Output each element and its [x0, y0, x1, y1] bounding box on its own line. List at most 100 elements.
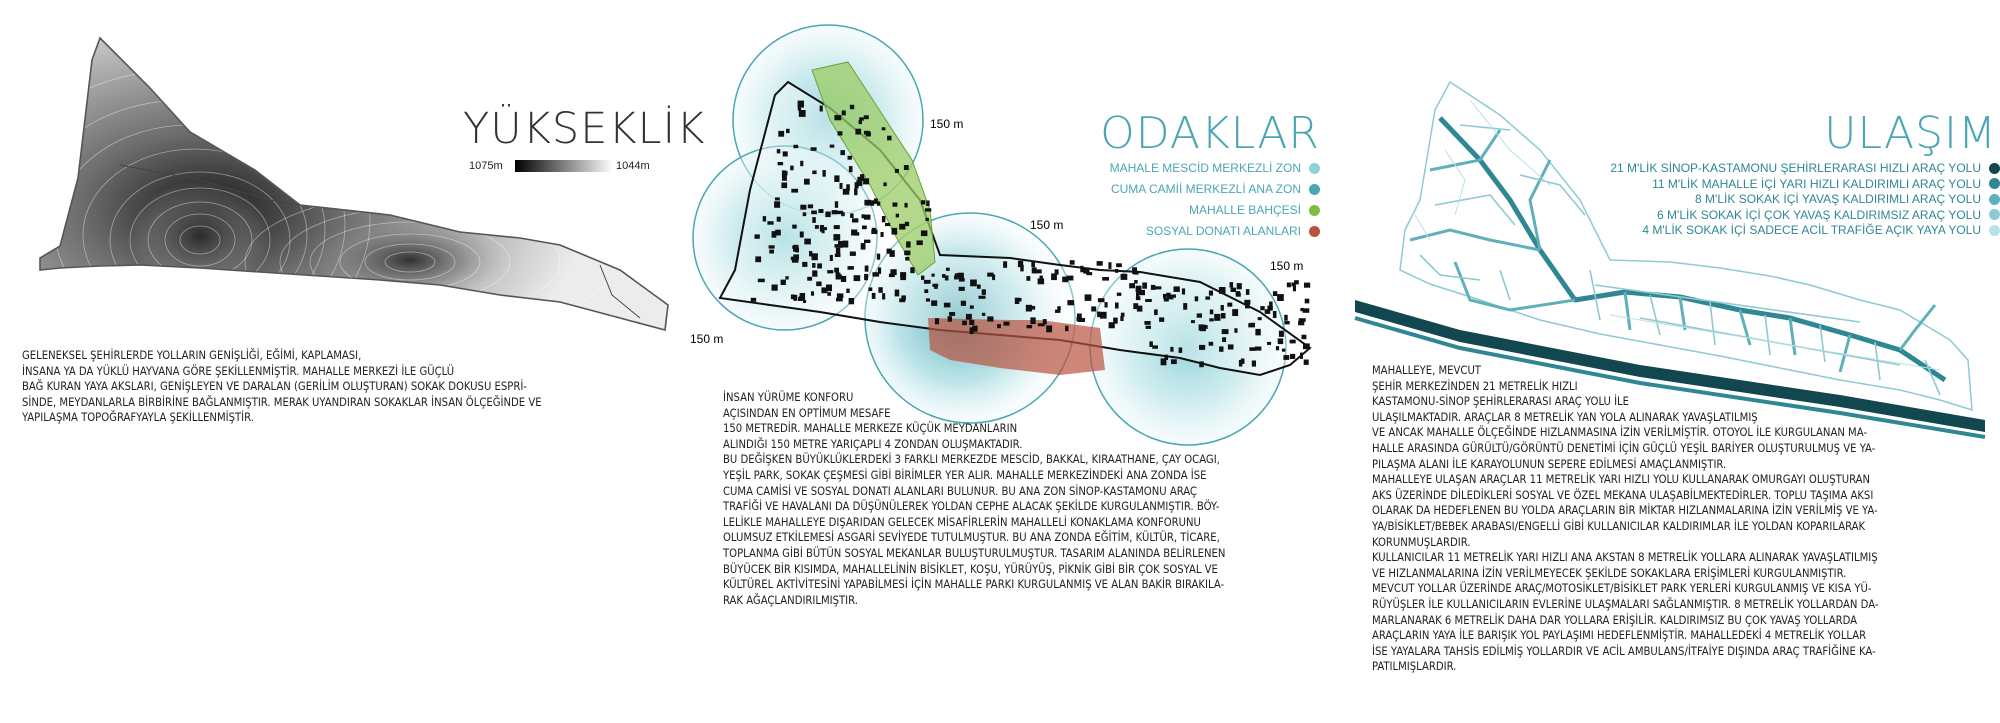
building-footprint	[771, 284, 778, 291]
building-footprint	[782, 173, 787, 181]
highway	[1355, 300, 1985, 432]
building-footprint	[812, 170, 817, 175]
building-footprint	[1026, 276, 1031, 281]
paragraph-line: ARAÇLARIN YAYA İLE BARIŞIK YOL PAYLAŞIMI…	[1372, 629, 1867, 643]
building-footprint	[822, 170, 826, 177]
building-footprint	[858, 119, 862, 125]
building-footprint	[849, 251, 856, 256]
building-footprint	[864, 273, 868, 281]
paragraph-line: BÜYÜCEK BİR KISIMDA, MAHALLELİNİN BİSİKL…	[723, 562, 1218, 576]
building-footprint	[1051, 273, 1057, 281]
building-footprint	[775, 229, 781, 236]
building-footprint	[1303, 343, 1310, 350]
building-footprint	[1035, 269, 1042, 274]
building-footprint	[807, 276, 813, 281]
building-footprint	[804, 178, 810, 185]
building-footprint	[1283, 355, 1290, 360]
building-footprint	[790, 165, 794, 171]
building-footprint	[1230, 287, 1237, 292]
paragraph-line: PILAŞMA ALANI İLE KARAYOLUNUN SEPERE EDİ…	[1372, 457, 1727, 471]
building-footprint	[1209, 309, 1214, 315]
paragraph-line: RAK AĞAÇLANDIRILMIŞTIR.	[723, 593, 858, 607]
building-footprint	[1294, 280, 1299, 285]
building-footprint	[1102, 277, 1109, 281]
building-footprint	[829, 144, 835, 148]
building-footprint	[1104, 302, 1108, 308]
legend-swatch-icon	[1309, 225, 1320, 237]
building-footprint	[1069, 260, 1075, 265]
building-footprint	[853, 275, 861, 282]
building-footprint	[1286, 282, 1291, 288]
building-footprint	[978, 295, 986, 299]
building-footprint	[793, 254, 799, 260]
building-footprint	[1267, 341, 1272, 345]
building-footprint	[846, 184, 850, 191]
building-footprint	[1221, 313, 1226, 319]
building-footprint	[1026, 325, 1033, 329]
building-footprint	[814, 225, 819, 229]
building-footprint	[1222, 337, 1227, 342]
building-footprint	[925, 298, 930, 302]
paragraph-line: YEŞİL PARK, SOKAK ÇEŞMESİ GİBİ BİRİMLER …	[723, 468, 1207, 482]
building-footprint	[1200, 324, 1206, 332]
building-footprint	[794, 248, 798, 252]
building-footprint	[1150, 284, 1156, 290]
building-footprint	[1236, 283, 1242, 290]
building-footprint	[1136, 292, 1140, 299]
building-footprint	[1244, 299, 1251, 305]
building-footprint	[750, 297, 757, 302]
transport-title: ULAŞIM	[1824, 108, 1997, 159]
building-footprint	[1134, 280, 1138, 284]
building-footprint	[904, 221, 910, 227]
building-footprint	[1290, 353, 1296, 359]
building-footprint	[860, 174, 865, 181]
building-footprint	[785, 276, 789, 280]
building-footprint	[771, 231, 777, 238]
building-footprint	[780, 279, 786, 285]
paragraph-line: ŞEHİR MERKEZİNDEN 21 METRELİK HIZLI	[1372, 379, 1578, 393]
legend-swatch-icon	[1309, 183, 1320, 195]
building-footprint	[981, 289, 986, 295]
building-footprint	[856, 180, 863, 186]
building-footprint	[1037, 323, 1045, 327]
building-footprint	[943, 302, 951, 308]
building-footprint	[886, 248, 892, 254]
building-footprint	[1091, 306, 1097, 312]
building-footprint	[863, 214, 871, 220]
building-footprint	[1199, 344, 1206, 350]
building-footprint	[861, 214, 865, 219]
building-footprint	[864, 199, 871, 206]
building-footprint	[1164, 354, 1168, 360]
building-footprint	[1240, 358, 1245, 364]
building-footprint	[1031, 267, 1037, 274]
building-footprint	[880, 232, 884, 237]
building-footprint	[969, 327, 974, 334]
building-footprint	[854, 188, 858, 196]
transport-panel: ULAŞIM 21 M'LİK SİNOP-KASTAMONU ŞEHİRLER…	[1340, 0, 2000, 723]
building-footprint	[755, 256, 762, 263]
building-footprint	[1205, 296, 1211, 300]
building-footprint	[962, 320, 967, 326]
building-footprint	[1272, 291, 1278, 296]
building-footprint	[1249, 322, 1255, 327]
building-footprint	[921, 275, 925, 280]
zone-circle-2	[692, 145, 878, 331]
paragraph-line: MEVCUT YOLLAR ÜZERİNDE ARAÇ/MOTOSİKLET/B…	[1372, 582, 1872, 596]
paragraph-line: TRAFİĞİ VE HAVALANI DA DÜŞÜNÜLEREK YOLDA…	[723, 500, 1220, 514]
legend-item: 6 M'LİK SOKAK İÇİ ÇOK YAVAŞ KALDIRIMSIZ …	[1657, 207, 2000, 223]
building-footprint	[839, 182, 843, 189]
building-footprint	[847, 155, 852, 160]
building-footprint	[1155, 286, 1162, 290]
building-footprint	[934, 283, 938, 289]
building-footprint	[762, 216, 767, 222]
building-footprint	[890, 269, 895, 276]
building-footprint	[1257, 317, 1262, 321]
paragraph-line: YA/BİSİKLET/BEBEK ARABASI/ENGELLİ GİBİ K…	[1372, 519, 1866, 533]
building-footprint	[872, 272, 880, 277]
building-footprint	[842, 188, 850, 195]
building-footprint	[1269, 301, 1273, 308]
building-footprint	[826, 284, 832, 292]
legend-label: 11 M'LİK MAHALLE İÇİ YARI HIZLI KALDIRIM…	[1652, 176, 1981, 191]
building-footprint	[833, 234, 841, 241]
